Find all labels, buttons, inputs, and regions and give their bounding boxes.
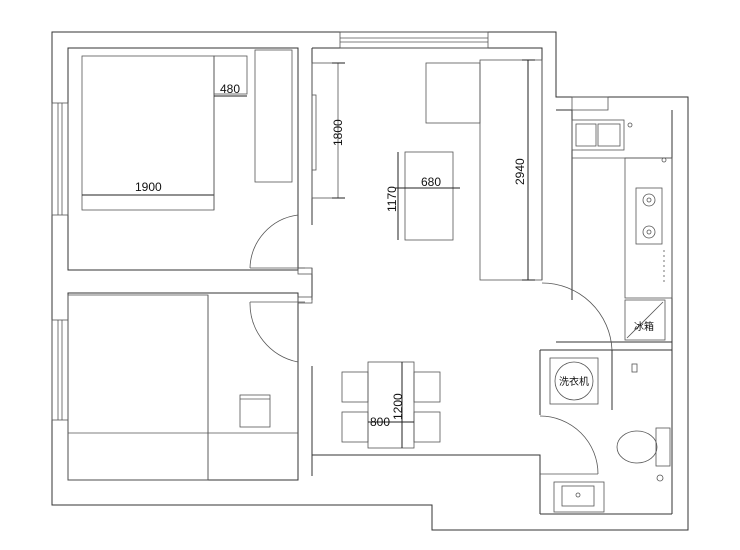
drain	[631, 363, 638, 373]
window-left-bedroom-2	[51, 319, 69, 421]
wardrobe	[254, 49, 293, 183]
floor-drain	[656, 474, 664, 482]
burner-1	[642, 193, 656, 207]
door-arc-2	[249, 301, 299, 363]
burner-2	[642, 225, 656, 239]
dim-dining-width: 800	[370, 415, 390, 429]
window-kitchen	[571, 96, 609, 111]
fridge-diag	[626, 301, 664, 339]
desk-chair	[239, 394, 271, 428]
dim-coffee-depth: 1170	[385, 186, 399, 212]
kitchen-counter	[624, 157, 673, 299]
burner-2-inner	[646, 229, 652, 235]
outer-wall-outline	[51, 31, 689, 531]
chair-4	[413, 411, 441, 443]
door-bedroom-top	[249, 214, 313, 275]
washer-box	[549, 357, 599, 405]
chair-3	[413, 371, 441, 403]
toilet-tank	[655, 427, 671, 467]
bathroom: 洗衣机	[539, 357, 671, 513]
burner-1-inner	[646, 197, 652, 203]
bed-bottom	[67, 294, 209, 481]
basin	[561, 485, 595, 507]
sink-kitchen	[571, 119, 625, 151]
bedroom-top: 480 1900	[81, 49, 293, 211]
living-room: 1800 680 1170 2940	[311, 59, 613, 351]
inner-wall-outline-2	[67, 292, 299, 481]
toilet-bowl	[616, 430, 658, 464]
chair-2	[341, 411, 369, 443]
stove	[635, 187, 663, 245]
door-bedroom-bottom	[249, 296, 313, 363]
kitchen: 冰箱	[571, 119, 673, 341]
window-top-living	[339, 31, 489, 49]
dim-bed-width: 480	[220, 82, 240, 96]
coffee-table	[404, 151, 454, 241]
tv-panel	[311, 94, 317, 171]
door-arc-living	[541, 282, 613, 351]
washer-drum	[554, 361, 594, 401]
outer-walls	[51, 31, 689, 531]
door-arc-bath	[539, 415, 599, 475]
bottom-wall	[311, 454, 541, 476]
dining-table	[367, 361, 415, 449]
chair-1	[341, 371, 369, 403]
gas-valve	[661, 157, 667, 163]
washer-label: 洗衣机	[559, 375, 589, 388]
dim-bed-length: 1900	[135, 180, 162, 194]
kitchen-wall	[556, 109, 573, 300]
basin-counter	[553, 481, 605, 513]
dim-coffee-width: 680	[421, 175, 441, 189]
window-left-bedroom	[51, 102, 69, 216]
dim-dining-length: 1200	[391, 393, 405, 420]
door-arc	[249, 214, 299, 269]
sink-tap	[627, 122, 633, 128]
fridge	[624, 299, 666, 341]
sink-basin-2	[597, 123, 621, 147]
armchair	[425, 62, 481, 124]
sofa	[479, 59, 543, 281]
windows	[51, 31, 609, 421]
fridge-label: 冰箱	[634, 320, 654, 333]
door-frame-2	[297, 296, 313, 304]
dim-living-wall: 1800	[331, 119, 345, 146]
dining: 800 1200	[341, 361, 441, 449]
bedroom-bottom	[67, 294, 298, 481]
living-wall-outline	[312, 47, 543, 280]
inner-wall-outline	[67, 47, 299, 271]
dim-sofa-length: 2940	[513, 158, 527, 185]
sink-basin-1	[575, 123, 597, 147]
door-frame	[297, 267, 313, 275]
bedside-table	[213, 55, 248, 95]
basin-drain	[575, 492, 581, 498]
